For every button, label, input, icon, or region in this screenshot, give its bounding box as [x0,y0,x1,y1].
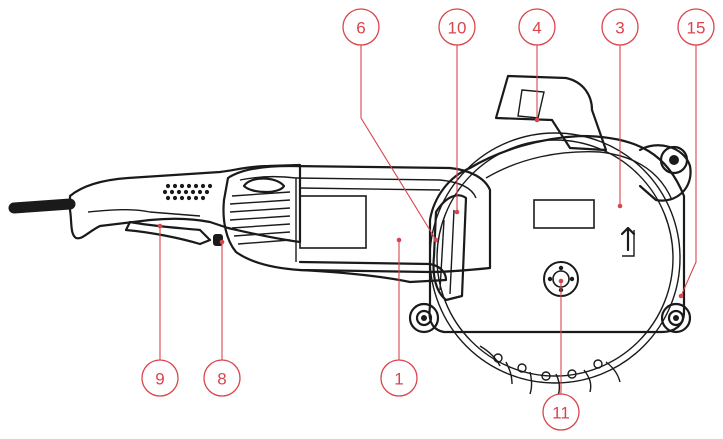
callout-label-4: 4 [532,19,541,38]
depth-window [533,199,595,229]
leader-lines [157,45,697,394]
tool-illustration [8,74,692,397]
power-cord [8,198,76,214]
callout-label-6: 6 [356,19,365,38]
trigger-switch [124,220,212,246]
dust-port [494,74,608,152]
rotation-arrow [620,226,636,252]
callout-label-11: 11 [552,404,570,423]
blade-guard [428,134,686,334]
cooling-vents [229,191,291,245]
callout-8: 8 [203,359,241,397]
callout-6: 6 [342,8,380,46]
callout-11: 11 [542,393,580,431]
depth-lever [432,194,468,302]
callout-4: 4 [518,8,556,46]
rear-handle [68,163,302,244]
rear-roller [660,302,692,334]
motor-housing [222,164,492,274]
callout-label-10: 10 [448,19,467,38]
front-roller [408,302,440,334]
blade-disc [429,132,681,384]
callout-10: 10 [438,8,476,46]
callout-label-9: 9 [155,370,164,389]
blade-segments [479,345,621,397]
callout-15: 15 [677,8,715,46]
callout-label-8: 8 [217,370,226,389]
callout-1: 1 [380,359,418,397]
callout-3: 3 [601,8,639,46]
callout-label-3: 3 [615,19,624,38]
callout-label-15: 15 [687,19,706,38]
grip-vents [162,183,213,201]
callout-9: 9 [141,359,179,397]
label-plate [299,195,367,249]
callout-label-1: 1 [394,370,403,389]
